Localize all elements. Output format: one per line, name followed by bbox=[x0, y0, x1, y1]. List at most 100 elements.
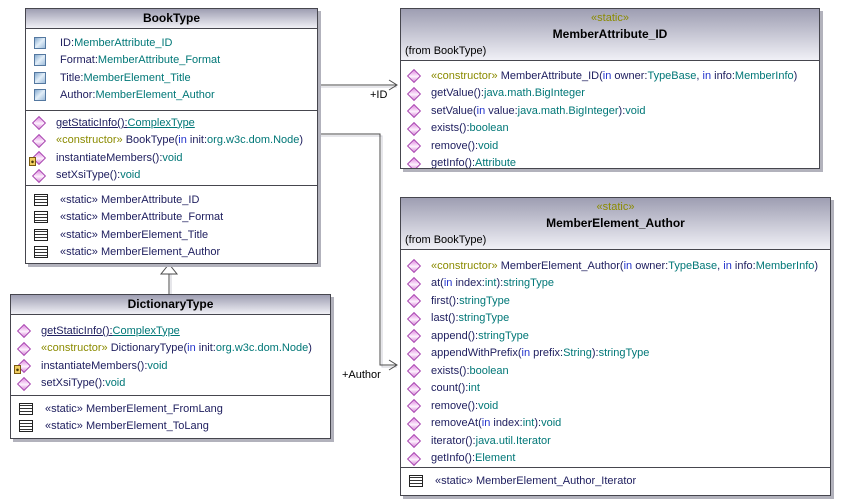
member-text: exists():boolean bbox=[431, 364, 509, 377]
member-row[interactable]: instantiateMembers():void bbox=[11, 357, 330, 375]
operation-icon bbox=[406, 329, 422, 344]
member-row[interactable]: remove():void bbox=[401, 397, 830, 415]
attribute-icon bbox=[34, 71, 46, 84]
member-row[interactable]: exists():boolean bbox=[401, 362, 830, 380]
member-row[interactable]: setValue(in value:java.math.BigInteger):… bbox=[401, 102, 819, 120]
association-role-label-id[interactable]: +ID bbox=[370, 89, 388, 101]
class-box-memberelement-author[interactable]: «static» MemberElement_Author (from Book… bbox=[400, 197, 831, 496]
association-role-label-author[interactable]: +Author bbox=[342, 369, 381, 381]
operation-icon bbox=[406, 139, 422, 154]
member-text: Author:MemberElement_Author bbox=[60, 89, 215, 102]
operations-compartment: «constructor» MemberAttribute_ID(in owne… bbox=[401, 60, 819, 168]
operation-icon bbox=[16, 376, 32, 391]
member-text: «constructor» MemberElement_Author(in ow… bbox=[431, 259, 819, 272]
stereotype-label: «static» bbox=[591, 12, 629, 24]
member-row[interactable]: setXsiType():void bbox=[26, 167, 317, 185]
operation-icon bbox=[406, 294, 422, 309]
member-text: setXsiType():void bbox=[41, 377, 126, 390]
member-row[interactable]: first():stringType bbox=[401, 292, 830, 310]
operation-icon bbox=[406, 346, 422, 361]
member-text: setValue(in value:java.math.BigInteger):… bbox=[431, 104, 646, 117]
operation-icon bbox=[406, 364, 422, 379]
member-row[interactable]: remove():void bbox=[401, 137, 819, 155]
nested-class-icon bbox=[34, 228, 48, 241]
class-box-dictionarytype[interactable]: DictionaryType getStaticInfo():ComplexTy… bbox=[10, 294, 331, 439]
attribute-icon bbox=[34, 36, 46, 49]
class-title-booktype[interactable]: BookType bbox=[26, 9, 317, 28]
member-row[interactable]: «static» MemberElement_Title bbox=[26, 226, 317, 244]
attributes-compartment: ID:MemberAttribute_ID Format:MemberAttrib… bbox=[26, 28, 317, 110]
operations-compartment: getStaticInfo():ComplexType «constructor»… bbox=[26, 110, 317, 185]
class-header-memberattribute-id[interactable]: «static» MemberAttribute_ID (from BookTy… bbox=[401, 9, 819, 60]
member-text: «constructor» DictionaryType(in init:org… bbox=[41, 342, 312, 355]
member-row[interactable]: getStaticInfo():ComplexType bbox=[26, 114, 317, 132]
operation-icon bbox=[16, 341, 32, 356]
member-text: «constructor» MemberAttribute_ID(in owne… bbox=[431, 69, 798, 82]
operation-icon bbox=[406, 434, 422, 449]
member-row[interactable]: last():stringType bbox=[401, 310, 830, 328]
member-row[interactable]: Format:MemberAttribute_Format bbox=[26, 52, 317, 70]
member-text: instantiateMembers():void bbox=[56, 151, 183, 164]
nested-class-icon bbox=[19, 402, 33, 415]
member-row[interactable]: append():stringType bbox=[401, 327, 830, 345]
generalization-dictionarytype-booktype[interactable] bbox=[159, 263, 179, 294]
member-text: append():stringType bbox=[431, 329, 529, 342]
member-row[interactable]: exists():boolean bbox=[401, 120, 819, 138]
member-text: ID:MemberAttribute_ID bbox=[60, 36, 173, 49]
member-row[interactable]: «constructor» MemberElement_Author(in ow… bbox=[401, 257, 830, 275]
member-row[interactable]: «constructor» DictionaryType(in init:org… bbox=[11, 340, 330, 358]
member-text: getValue():java.math.BigInteger bbox=[431, 87, 585, 100]
member-row[interactable]: getInfo():Attribute bbox=[401, 155, 819, 168]
protected-operation-icon bbox=[14, 359, 32, 375]
operation-icon bbox=[406, 311, 422, 326]
member-text: getStaticInfo():ComplexType bbox=[56, 116, 195, 129]
attribute-icon bbox=[34, 54, 46, 67]
class-box-booktype[interactable]: BookType ID:MemberAttribute_ID Format:Mem… bbox=[25, 8, 318, 264]
nested-class-icon bbox=[34, 246, 48, 259]
operations-compartment: «constructor» MemberElement_Author(in ow… bbox=[401, 249, 830, 467]
operation-icon bbox=[406, 276, 422, 291]
member-text: remove():void bbox=[431, 399, 499, 412]
member-row[interactable]: count():int bbox=[401, 380, 830, 398]
member-text: getStaticInfo():ComplexType bbox=[41, 324, 180, 337]
member-row[interactable]: setXsiType():void bbox=[11, 375, 330, 393]
member-row[interactable]: Title:MemberElement_Title bbox=[26, 69, 317, 87]
member-row[interactable]: ID:MemberAttribute_ID bbox=[26, 34, 317, 52]
member-row[interactable]: Author:MemberElement_Author bbox=[26, 87, 317, 105]
class-box-memberattribute-id[interactable]: «static» MemberAttribute_ID (from BookTy… bbox=[400, 8, 820, 169]
member-row[interactable]: «static» MemberElement_ToLang bbox=[11, 418, 330, 436]
class-title-dictionarytype[interactable]: DictionaryType bbox=[11, 295, 330, 314]
member-text: getInfo():Attribute bbox=[431, 157, 516, 168]
member-text: remove():void bbox=[431, 139, 499, 152]
member-text: «static» MemberElement_Author_Iterator bbox=[435, 474, 637, 487]
attribute-icon bbox=[34, 89, 46, 102]
member-row[interactable]: instantiateMembers():void bbox=[26, 149, 317, 167]
operation-icon bbox=[406, 104, 422, 119]
member-text: «constructor» BookType(in init:org.w3c.d… bbox=[56, 134, 304, 147]
member-text: Format:MemberAttribute_Format bbox=[60, 54, 221, 67]
class-header-memberelement-author[interactable]: «static» MemberElement_Author (from Book… bbox=[401, 198, 830, 249]
operation-icon bbox=[406, 156, 422, 168]
member-text: count():int bbox=[431, 382, 480, 395]
nested-class-icon bbox=[19, 420, 33, 433]
member-text: Title:MemberElement_Title bbox=[60, 71, 191, 84]
member-row[interactable]: iterator():java.util.Iterator bbox=[401, 432, 830, 450]
member-row[interactable]: «static» MemberElement_FromLang bbox=[11, 400, 330, 418]
member-row[interactable]: getStaticInfo():ComplexType bbox=[11, 322, 330, 340]
member-row[interactable]: at(in index:int):stringType bbox=[401, 275, 830, 293]
operation-icon bbox=[406, 86, 422, 101]
member-row[interactable]: «static» MemberElement_Author_Iterator bbox=[401, 472, 830, 490]
member-row[interactable]: «constructor» BookType(in init:org.w3c.d… bbox=[26, 132, 317, 150]
member-row[interactable]: removeAt(in index:int):void bbox=[401, 415, 830, 433]
member-text: «static» MemberElement_ToLang bbox=[45, 420, 209, 433]
member-row[interactable]: «static» MemberElement_Author bbox=[26, 244, 317, 262]
member-row[interactable]: getInfo():Element bbox=[401, 450, 830, 468]
nested-classifiers-compartment: «static» MemberElement_FromLang «static» … bbox=[11, 395, 330, 438]
member-row[interactable]: getValue():java.math.BigInteger bbox=[401, 85, 819, 103]
member-text: at(in index:int):stringType bbox=[431, 277, 554, 290]
member-row[interactable]: «static» MemberAttribute_ID bbox=[26, 191, 317, 209]
member-row[interactable]: «constructor» MemberAttribute_ID(in owne… bbox=[401, 67, 819, 85]
member-row[interactable]: appendWithPrefix(in prefix:String):strin… bbox=[401, 345, 830, 363]
member-row[interactable]: «static» MemberAttribute_Format bbox=[26, 209, 317, 227]
